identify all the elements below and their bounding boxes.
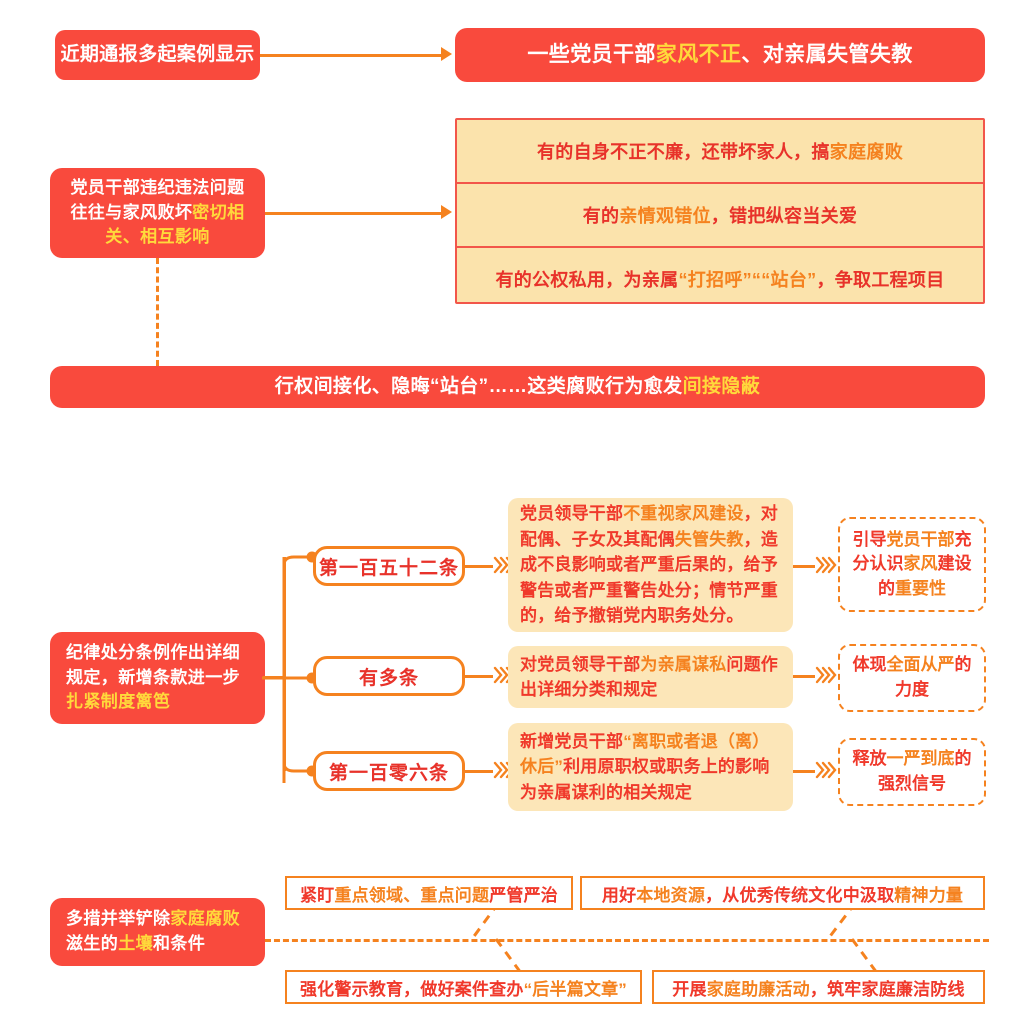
connector-pill-to-detail-c — [465, 769, 493, 773]
bracket-stem-s3 — [263, 676, 285, 679]
pill-article-106[interactable]: 第一百零六条 — [313, 751, 465, 791]
table-row-text: 有的自身不正不廉，还带坏家人，搞家庭腐败 — [536, 142, 903, 162]
measure-text: 紧盯重点领域、重点问题严管严治 — [299, 885, 559, 905]
detail-card-text: 党员领导干部不重视家风建设，对配偶、子女及其配偶失管失教，造成不良影响或者严重后… — [520, 504, 779, 626]
section4-left-line2: 滋生的土壤和条件 — [66, 934, 206, 953]
outcome-card-c: 释放一严到底的强烈信号 — [838, 738, 986, 806]
pill-article-152[interactable]: 第一百五十二条 — [313, 546, 465, 586]
connector-detail-to-outcome-c — [793, 769, 815, 773]
pill-label: 第一百零六条 — [328, 762, 449, 784]
table-row: 有的自身不正不廉，还带坏家人，搞家庭腐败 — [457, 120, 983, 184]
table-row-text: 有的公权私用，为亲属“打招呼”““站台”，争取工程项目 — [495, 270, 945, 290]
outcome-card-a: 引导党员干部充分认识家风建设的重要性 — [838, 517, 986, 612]
arrow-head-s2 — [441, 205, 452, 219]
section2-left-line1: 党员干部违纪违法问题 — [70, 178, 245, 198]
bracket-spine-s3 — [283, 557, 286, 771]
detail-card-multiple: 对党员领导干部为亲属谋私问题作出详细分类和规定 — [508, 646, 793, 708]
outcome-card-b: 体现全面从严的力度 — [838, 644, 986, 712]
connector-detail-to-outcome-b — [793, 674, 815, 678]
section3-left-line3: 扎紧制度篱笆 — [66, 692, 171, 712]
section2-left-line3: 关、相互影响 — [105, 227, 210, 247]
detail-card-article-106: 新增党员干部“离职或者退（离）休后”利用原职权或职务上的影响为亲属谋利的相关规定 — [508, 723, 793, 811]
detail-card-article-152: 党员领导干部不重视家风建设，对配偶、子女及其配偶失管失教，造成不良影响或者严重后… — [508, 498, 793, 632]
table-row: 有的公权私用，为亲属“打招呼”““站台”，争取工程项目 — [457, 248, 983, 302]
detail-card-text: 对党员领导干部为亲属谋私问题作出详细分类和规定 — [520, 654, 779, 700]
source-label-box: 近期通报多起案例显示 — [55, 30, 260, 80]
table-row: 有的亲情观错位，错把纵容当关爱 — [457, 184, 983, 248]
outcome-card-text: 释放一严到底的强烈信号 — [852, 749, 972, 793]
measure-box-4[interactable]: 开展家庭助廉活动，筑牢家庭廉洁防线 — [652, 970, 985, 1004]
connector-line-s2 — [265, 211, 445, 215]
section4-left-line1: 多措并举铲除家庭腐败 — [66, 909, 241, 929]
section3-left-line2: 规定，新增条款进一步 — [66, 667, 240, 687]
measure-box-1[interactable]: 紧盯重点领域、重点问题严管严治 — [285, 876, 573, 910]
chevron-arrow-c2-icon — [815, 761, 837, 779]
detail-card-text: 新增党员干部“离职或者退（离）休后”利用原职权或职务上的影响为亲属谋利的相关规定 — [520, 731, 770, 802]
connector-pill-to-detail-b — [465, 674, 493, 678]
outcome-card-text: 体现全面从严的力度 — [852, 655, 972, 699]
section2-summary-text: 行权间接化、隐晦“站台”……这类腐败行为愈发间接隐蔽 — [274, 376, 761, 398]
source-label-text: 近期通报多起案例显示 — [60, 44, 255, 66]
section3-left-line1: 纪律处分条例作出详细 — [66, 643, 240, 663]
section1-banner-text: 一些党员干部家风不正、对亲属失管失教 — [527, 42, 913, 66]
measure-box-3[interactable]: 强化警示教育，做好案件查办“后半篇文章” — [285, 970, 642, 1004]
section4-left-box: 多措并举铲除家庭腐败 滋生的土壤和条件 — [50, 898, 265, 966]
section2-summary-banner: 行权间接化、隐晦“站台”……这类腐败行为愈发间接隐蔽 — [50, 366, 985, 408]
connector-dashed-vertical-s2 — [156, 258, 159, 366]
arrow-head-s1 — [441, 47, 452, 61]
section2-left-line2: 往往与家风败坏密切相 — [70, 202, 245, 222]
connector-pill-to-detail-a — [465, 564, 493, 568]
section2-table: 有的自身不正不廉，还带坏家人，搞家庭腐败 有的亲情观错位，错把纵容当关爱 有的公… — [455, 118, 985, 304]
measure-text: 强化警示教育，做好案件查办“后半篇文章” — [299, 979, 627, 999]
pill-label: 第一百五十二条 — [318, 557, 459, 579]
fishbone-spine — [265, 939, 989, 942]
outcome-card-text: 引导党员干部充分认识家风建设的重要性 — [852, 529, 972, 598]
measure-box-2[interactable]: 用好本地资源，从优秀传统文化中汲取精神力量 — [580, 876, 985, 910]
measure-text: 开展家庭助廉活动，筑牢家庭廉洁防线 — [672, 979, 965, 999]
connector-detail-to-outcome-a — [793, 564, 815, 568]
connector-line-s1 — [260, 53, 445, 57]
section2-left-box: 党员干部违纪违法问题 往往与家风败坏密切相 关、相互影响 — [50, 168, 265, 258]
chevron-arrow-a2-icon — [815, 556, 837, 574]
measure-text: 用好本地资源，从优秀传统文化中汲取精神力量 — [601, 885, 964, 905]
table-row-text: 有的亲情观错位，错把纵容当关爱 — [582, 206, 858, 226]
section1-banner: 一些党员干部家风不正、对亲属失管失教 — [455, 28, 985, 82]
chevron-arrow-b2-icon — [815, 666, 837, 684]
pill-multiple-articles[interactable]: 有多条 — [313, 656, 465, 696]
pill-label: 有多条 — [358, 667, 419, 689]
section3-left-box: 纪律处分条例作出详细 规定，新增条款进一步 扎紧制度篱笆 — [50, 632, 265, 724]
